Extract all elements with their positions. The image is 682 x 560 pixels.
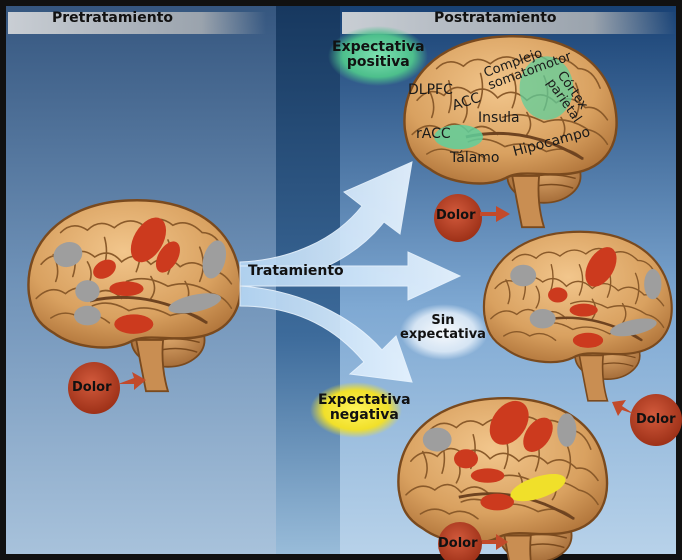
thalamus-label: Tálamo (450, 150, 500, 166)
pain-label-positive: Dolor (436, 208, 476, 223)
pain-label-negative: Dolor (438, 536, 478, 551)
negative-expectation-label: Expectativa negativa (318, 393, 411, 422)
posttreatment-header: Postratamiento (434, 10, 557, 30)
treatment-label: Tratamiento (248, 264, 344, 279)
dlpfc-label: DLPFC (408, 82, 453, 98)
pain-label-negative-right: Dolor (636, 412, 676, 427)
pretreatment-header: Pretratamiento (52, 10, 173, 30)
racc-label: rACC (416, 126, 451, 142)
pain-label-pretreatment: Dolor (72, 380, 112, 395)
positive-expectation-label: Expectativa positiva (332, 40, 425, 69)
no-expectation-label: Sin expectativa (400, 314, 486, 341)
insula-label: Insula (478, 110, 520, 126)
